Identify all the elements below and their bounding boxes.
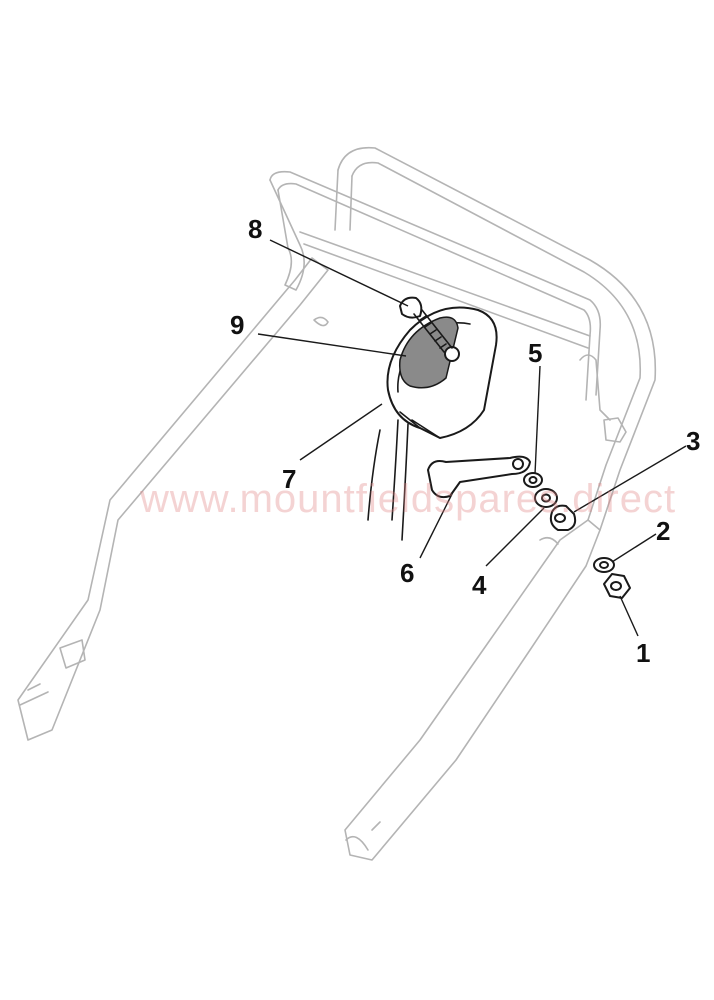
- callout-1: 1: [636, 638, 650, 668]
- bail-bar-outer: [269, 170, 602, 396]
- leader-7: [299, 403, 383, 461]
- callout-2: 2: [656, 516, 670, 546]
- handle-top-loop: [337, 146, 657, 531]
- right-tube-end: [345, 835, 369, 851]
- housing-screw-hole: [444, 346, 460, 362]
- nut-1-hole: [610, 581, 622, 591]
- left-tube-slot: [27, 683, 41, 691]
- left-tube-end-line: [19, 691, 49, 706]
- callout-5: 5: [528, 338, 542, 368]
- screw-shank: [413, 309, 453, 353]
- leader-lines: [257, 239, 687, 637]
- handle-top-left-post: [334, 169, 353, 231]
- washer-stack: [523, 472, 577, 545]
- leader-9: [257, 333, 407, 357]
- callout-4: 4: [472, 570, 487, 600]
- spacer-3-hole: [554, 513, 566, 523]
- control-cable: [367, 419, 409, 541]
- handle-frame: [17, 146, 657, 861]
- nut-and-washer: [593, 557, 631, 599]
- bail-bar-right-end: [579, 354, 611, 421]
- leader-5: [534, 365, 541, 475]
- watermark-text: www.mountfieldspares.direct: [139, 477, 676, 521]
- handle-left-tube: [17, 257, 329, 741]
- screw-thread: [419, 315, 447, 349]
- screw-head: [399, 296, 423, 319]
- throttle-lever: [427, 455, 531, 499]
- bail-bar-inner: [277, 182, 592, 401]
- control-housing: [367, 306, 498, 541]
- bail-bar-bolt: [603, 417, 627, 443]
- housing-lower-lip: [399, 411, 441, 439]
- callout-8: 8: [248, 214, 262, 244]
- leader-1: [619, 595, 639, 637]
- washer-5-hole: [528, 476, 538, 484]
- left-tube-slot-2: [59, 639, 86, 669]
- callout-numbers: 8 9 7 5 3 4 6 2 1: [230, 214, 700, 668]
- adjuster-screw: [399, 296, 453, 353]
- washer-2-hole: [599, 561, 609, 569]
- leader-4: [485, 507, 545, 567]
- handle-crossbar: [299, 231, 591, 349]
- lever-pivot-hole: [512, 458, 524, 470]
- lever-arm: [427, 455, 531, 499]
- washer-4-hole: [541, 493, 551, 503]
- handle-top-loop-inner: [351, 161, 642, 521]
- callout-6: 6: [400, 558, 414, 588]
- leader-6: [419, 493, 453, 559]
- callout-3: 3: [686, 426, 700, 456]
- right-tube-hole: [371, 821, 381, 831]
- handle-right-tube: [344, 519, 601, 861]
- leader-8: [269, 239, 409, 307]
- bail-bar-left-leg: [269, 179, 305, 291]
- leader-2: [611, 533, 657, 563]
- callout-7: 7: [282, 464, 296, 494]
- callout-9: 9: [230, 310, 244, 340]
- leader-3: [573, 445, 687, 513]
- spacer-bracket: [539, 536, 559, 545]
- left-tube-bolt-hole: [313, 316, 329, 327]
